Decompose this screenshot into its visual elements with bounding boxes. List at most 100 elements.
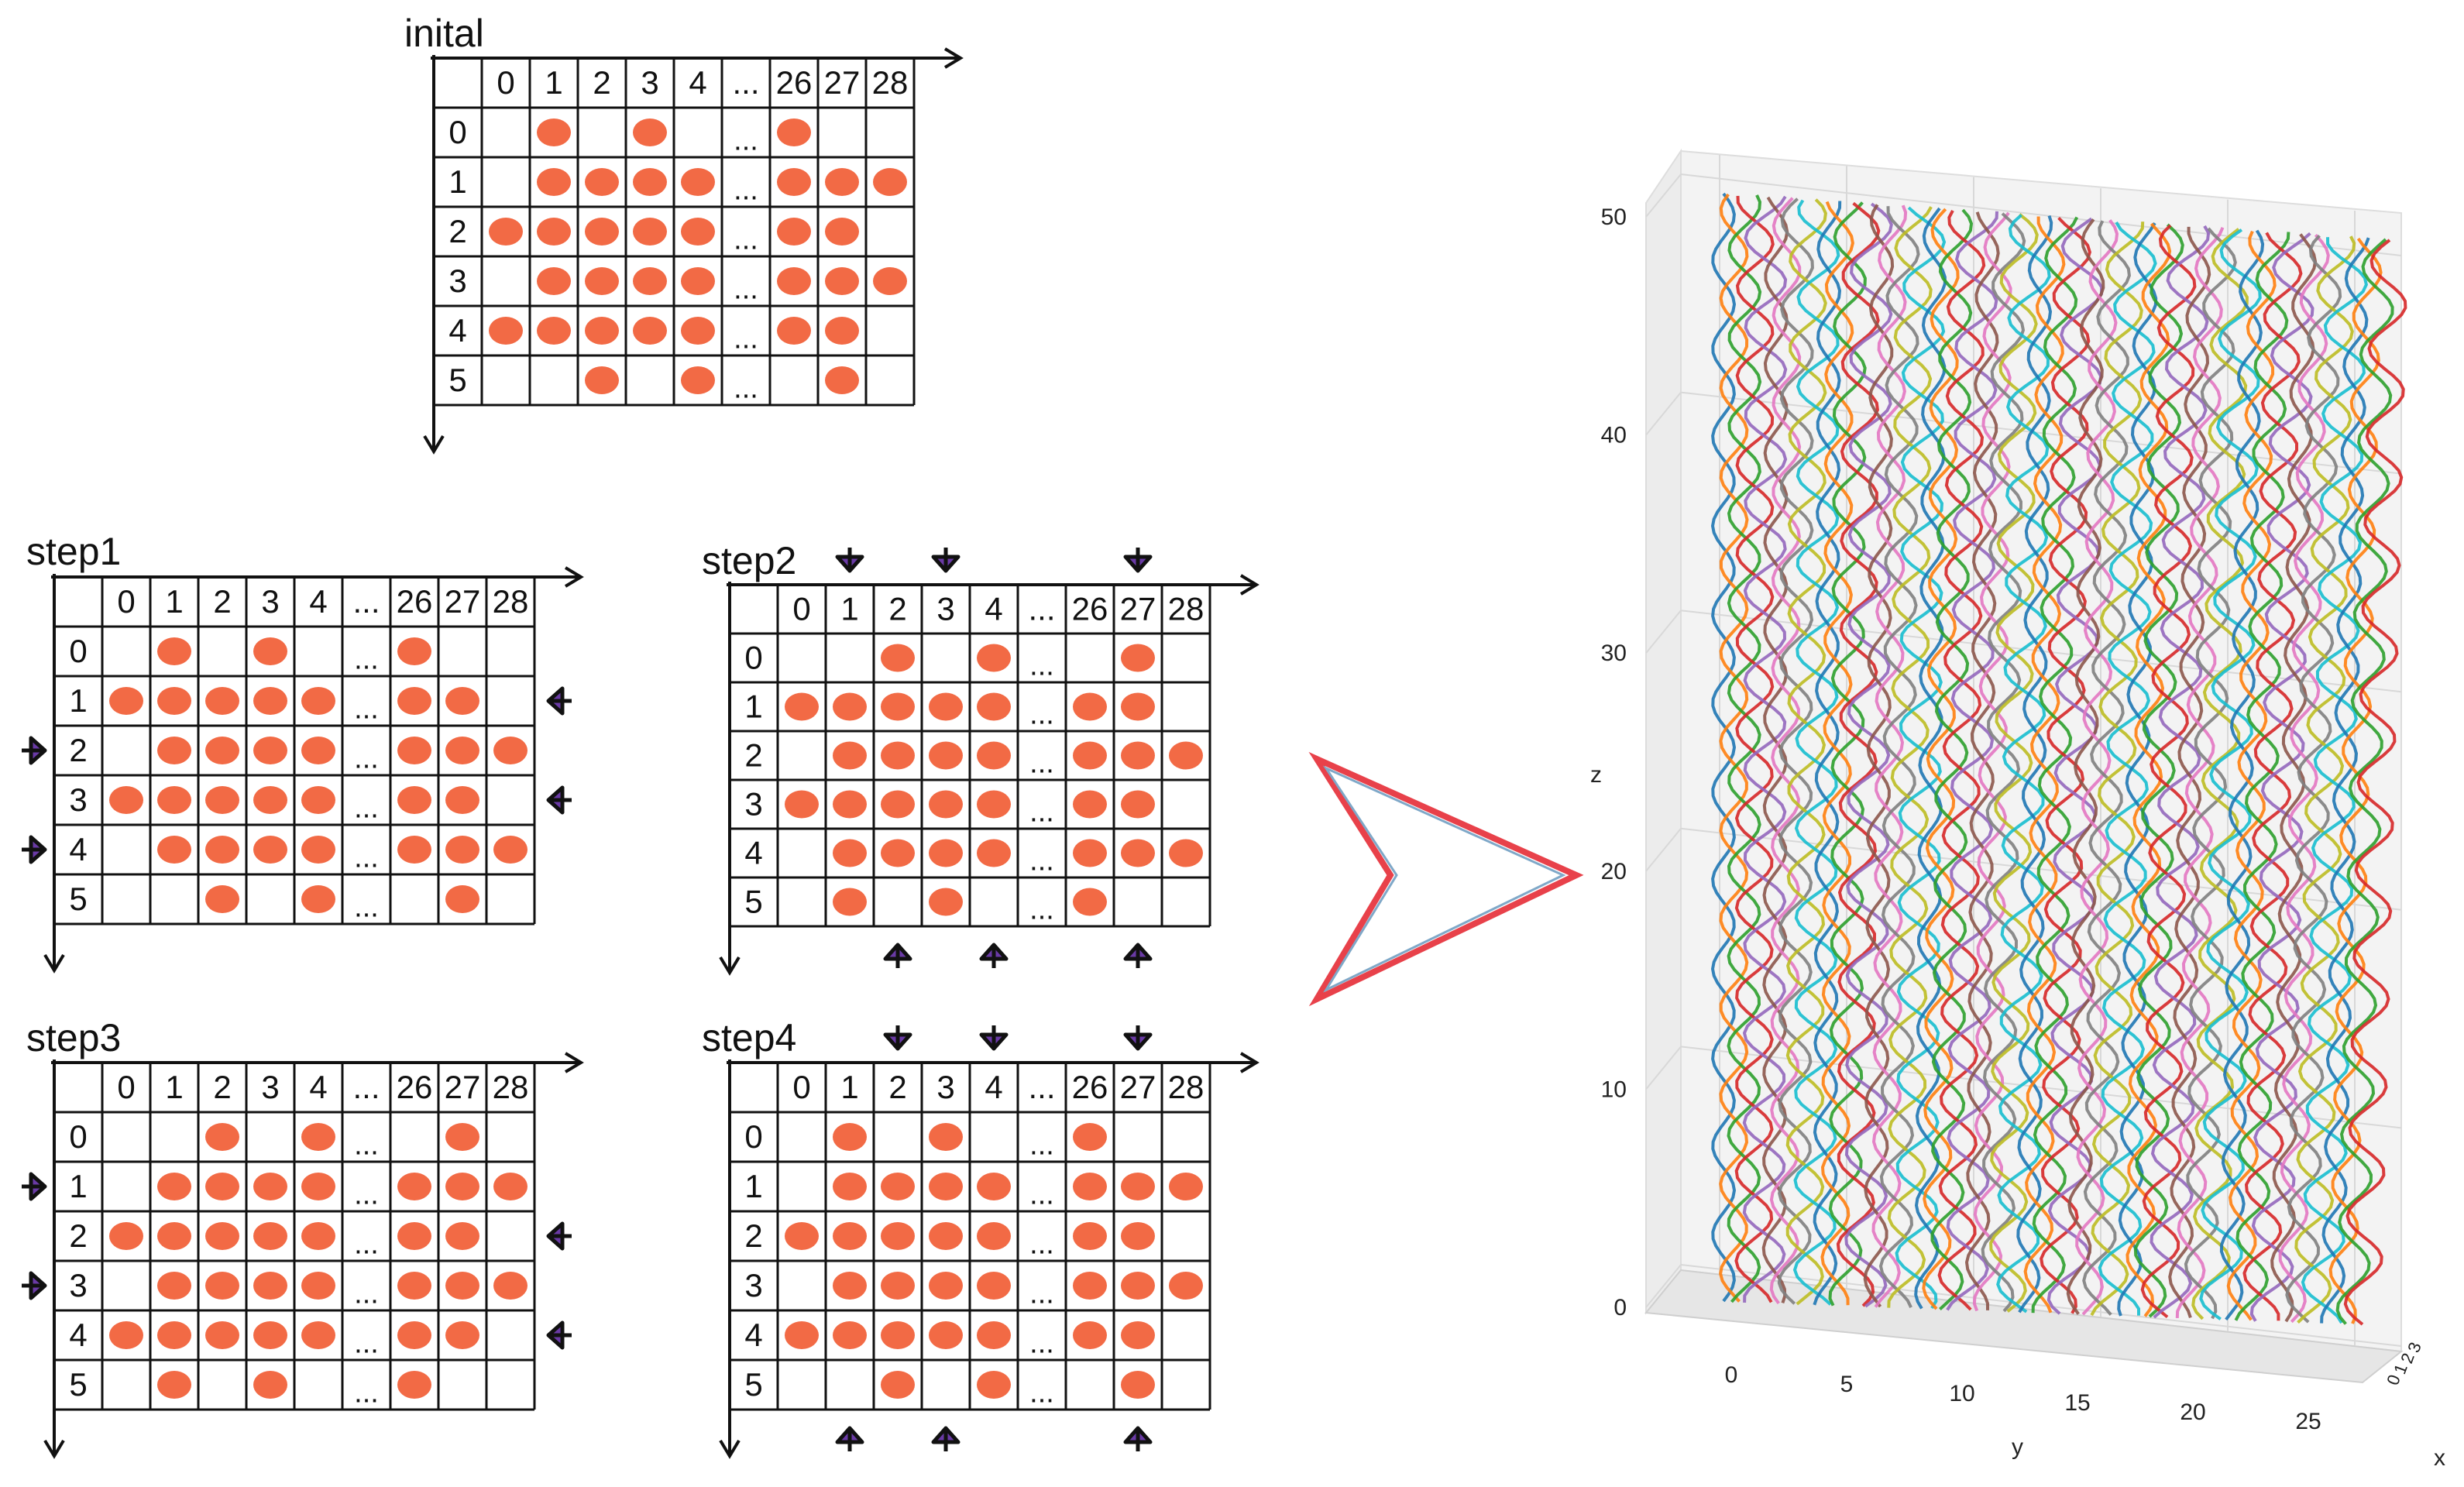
row-label: 2 <box>69 732 87 768</box>
cell-marker <box>253 836 287 864</box>
cell-marker <box>1073 1173 1107 1200</box>
y-axis-arrowhead-icon <box>43 1439 65 1459</box>
cell-marker <box>253 1222 287 1250</box>
braid-strand <box>2031 216 2079 1314</box>
cell-marker <box>929 1222 963 1250</box>
cell-markers <box>489 118 907 394</box>
cell-marker <box>833 839 867 867</box>
z-gridline <box>1680 1264 2402 1347</box>
row-label: 4 <box>448 312 466 349</box>
cell-marker <box>633 317 667 345</box>
row-label: 4 <box>69 1317 87 1353</box>
column-label: 28 <box>1168 590 1205 627</box>
arrow-left-icon <box>546 686 572 716</box>
ellipsis-cell: ... <box>354 1327 379 1359</box>
cell-marker <box>493 1272 528 1300</box>
ellipsis-cell: ... <box>354 643 379 675</box>
shift-arrows <box>835 548 1153 968</box>
braid-strand <box>1922 208 1960 1310</box>
panel-grid <box>53 1061 536 1411</box>
cell-marker <box>929 839 963 867</box>
braid-strand <box>2184 227 2237 1320</box>
row-label: 2 <box>744 737 762 773</box>
arrow-down-icon <box>931 548 961 573</box>
column-label: 26 <box>397 583 433 620</box>
cell-marker <box>109 1321 143 1349</box>
shift-arrows <box>22 686 572 864</box>
cell-marker <box>397 1173 431 1200</box>
cell-marker <box>301 786 335 814</box>
cell-marker <box>1169 1173 1203 1200</box>
shift-arrows <box>22 1172 572 1350</box>
plot-floor-pane <box>1644 1269 2404 1384</box>
braid-strand <box>1887 206 1933 1308</box>
ellipsis-cell: ... <box>1029 1376 1054 1409</box>
cell-marker <box>445 836 479 864</box>
cell-marker <box>881 692 915 721</box>
cell-marker <box>777 267 811 295</box>
braid-strand <box>2285 234 2342 1324</box>
braid-strand <box>1792 199 1840 1306</box>
column-label: ... <box>352 1069 380 1105</box>
braid-strand <box>1930 208 1974 1310</box>
y-tick-label: 10 <box>1949 1381 1974 1406</box>
braid-strand <box>1996 214 2051 1314</box>
cell-marker <box>977 1371 1011 1399</box>
arrow-down-icon <box>835 548 864 573</box>
arrow-left-icon <box>546 1320 572 1350</box>
column-label: 0 <box>117 583 135 620</box>
cell-marker <box>929 1173 963 1200</box>
column-label: 27 <box>445 583 481 620</box>
plot-left-pane <box>1645 148 1682 1315</box>
column-label: 0 <box>792 590 810 627</box>
braid-strand <box>2219 229 2265 1321</box>
cell-marker <box>1073 888 1107 916</box>
cell-marker <box>301 1321 335 1349</box>
z-tick-label: 50 <box>1601 204 1627 230</box>
column-label: ... <box>1028 1069 1055 1105</box>
cell-marker <box>157 737 191 764</box>
cell-marker <box>1121 1173 1155 1200</box>
braid-strand <box>2126 222 2172 1317</box>
braid-strand <box>2242 232 2303 1321</box>
panel-title: step1 <box>26 530 121 573</box>
arrow-up-icon <box>979 943 1009 968</box>
cell-marker <box>253 687 287 715</box>
column-label: ... <box>732 64 759 101</box>
cell-marker <box>253 1321 287 1349</box>
cell-marker <box>1169 741 1203 770</box>
cell-marker <box>1121 1222 1155 1250</box>
cell-marker <box>397 1272 431 1300</box>
column-label: 26 <box>776 64 813 101</box>
cell-marker <box>881 1173 915 1200</box>
cell-marker <box>785 692 819 721</box>
ellipsis-cell: ... <box>1029 699 1054 731</box>
column-label: 4 <box>985 590 1002 627</box>
cell-marker <box>301 1173 335 1200</box>
cell-marker <box>1169 839 1203 867</box>
cell-marker <box>537 317 571 345</box>
cell-marker <box>633 218 667 246</box>
cell-marker <box>1073 1321 1107 1349</box>
cell-marker <box>681 218 715 246</box>
cell-marker <box>253 637 287 665</box>
panel-grid <box>432 57 916 407</box>
ellipsis-cell: ... <box>1029 1228 1054 1260</box>
cell-marker <box>929 888 963 916</box>
cell-marker <box>253 1173 287 1200</box>
cell-marker <box>397 786 431 814</box>
y-tick-label: 25 <box>2295 1409 2321 1434</box>
z-gridline-left <box>1645 1046 1682 1090</box>
cell-marker <box>785 790 819 819</box>
cell-marker <box>633 168 667 196</box>
braid-strand <box>1734 195 1775 1303</box>
braid-strand <box>2270 233 2318 1323</box>
cell-marker <box>1169 1272 1203 1300</box>
row-label: 0 <box>69 633 87 669</box>
braid-strand <box>2117 222 2158 1317</box>
cell-marker <box>489 317 523 345</box>
